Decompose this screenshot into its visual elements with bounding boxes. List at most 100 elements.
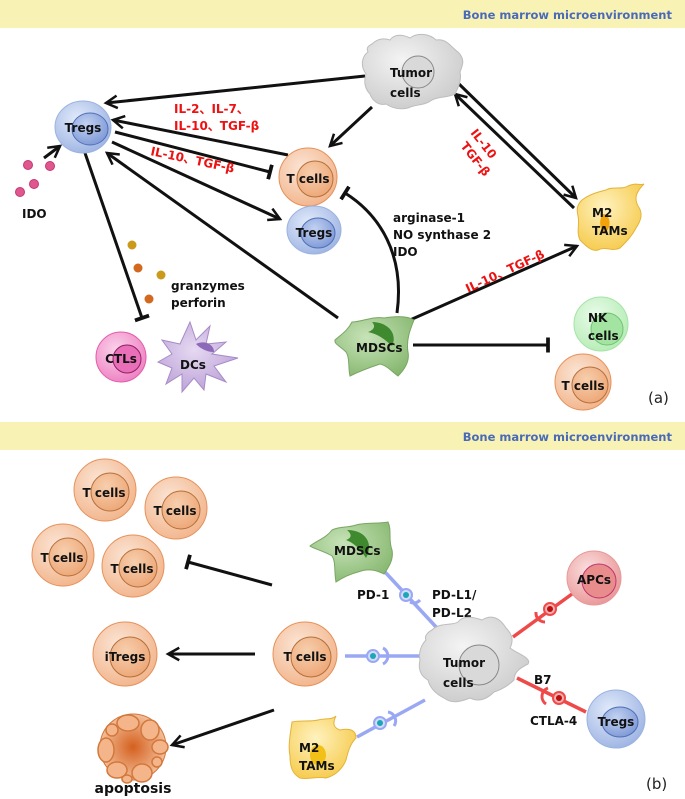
itregs-cell: iTregs [92,621,158,687]
t-cells-a-label: T cells [287,172,330,186]
t-cells-b: T cells [272,621,338,687]
edge-ido-to-tregs [43,146,60,160]
m2-a-label-2: TAMs [592,224,628,238]
itregs-label: iTregs [105,650,146,664]
pdl-label-1: PD-L1/ [432,588,477,602]
tumor-b-label-2: cells [443,676,474,690]
apoptosis-cell: apoptosis [95,713,172,797]
pd1-receptor-dot-3 [377,720,383,726]
perforin-label: perforin [171,296,226,310]
ctla4-label: CTLA-4 [530,714,577,728]
mdscs-b-label: MDSCs [334,544,381,558]
mdsc-m2-cytokine-label: IL-10、TGF-β [463,247,547,296]
m2-tumor-link [356,698,426,739]
nk-cells: NK cells [573,296,629,352]
tumor-cell-a: Tumor cells [361,33,464,110]
cytokines-label-1b: IL-10、TGF-β [174,119,260,133]
edge-tumor-to-tregs [106,74,366,103]
tregs-main-label: Tregs [65,121,102,135]
m2-b-label-2: TAMs [299,759,335,773]
t-cell-3: T cells [31,523,95,587]
tregs-cell-small: Tregs [286,205,342,255]
granzymes-label: granzymes [171,279,245,293]
no-synthase-label: NO synthase 2 [393,228,491,242]
ido-factor-label: IDO [393,245,418,259]
edge-m2-to-tumor [455,94,576,210]
granzyme-molecules [127,240,166,304]
tregs-cell-main: Tregs [54,100,112,154]
edges-a [43,74,577,353]
tumor-tregs-link [516,676,587,714]
banner-a-text: Bone marrow microenvironment [463,8,673,22]
pdl-label-2: PD-L2 [432,606,472,620]
pdl-ligand-icon-2 [382,646,390,666]
mdscs-a: MDSCs [334,316,415,377]
panel-b-label: (b) [646,775,667,793]
edge-mdsc-to-tregs [107,153,339,320]
m2-tams-b: M2 TAMs [288,715,357,780]
t-cells-a: T cells [278,147,338,207]
t-cells-b-label: T cells [284,650,327,664]
edge-mdsc-inhibits-tcells [339,185,400,314]
cd28-receptor-dot [547,606,553,612]
tregs-cell-b: Tregs [586,689,646,749]
mdsc-tumor-link [383,570,439,630]
edge-tumor-to-m2 [456,81,576,198]
arginase-label: arginase-1 [393,211,465,225]
pd1-receptor-dot [403,592,409,598]
cytokines-label-1a: IL-2、IL-7、 [174,102,249,116]
tumor-apc-link [511,592,574,639]
edge-tregs-to-tregs [111,140,280,219]
edge-mdsc-to-m2 [409,246,577,322]
edge-tregs-inhibits-ctls [83,152,150,323]
ctla4-receptor-dot [556,695,562,701]
tregs-b-label: Tregs [598,715,635,729]
pdl-ligand-icon-3 [387,710,398,727]
dcs-label: DCs [180,358,206,372]
mdscs-a-label: MDSCs [356,341,403,355]
tumor-a-label-2: cells [390,86,421,100]
t-cell-4: T cells [101,534,165,598]
tumor-b-label-1: Tumor [443,656,485,670]
ido-molecules [15,160,55,197]
m2-tams-a: M2 TAMs [576,183,645,251]
t-cell-2: T cells [144,476,208,540]
t-cells-group: T cells T cells T cells T cells [31,458,208,598]
t-cell-1: T cells [73,458,137,522]
pd1-receptor-dot-2 [370,653,376,659]
nk-label-2: cells [588,329,619,343]
t-cells-a-bottom-label: T cells [562,379,605,393]
apcs-label: APCs [577,573,611,587]
tregs-small-label: Tregs [296,226,333,240]
banner-b [0,422,685,450]
b7-ligand-icon [534,611,546,624]
nk-label-1: NK [588,311,608,325]
panel-a-label: (a) [648,389,669,407]
ido-label: IDO [22,207,47,221]
pdl-ligand-icon [409,598,422,605]
tumor-cell-b: Tumor cells [418,616,530,703]
edge-tumor-to-tcells [330,105,374,146]
dcs-cell: DCs [156,320,239,394]
edge-inhibits-tcells-group [184,554,273,587]
mdscs-b: MDSCs [309,521,393,583]
t-cell-3-label: T cells [41,551,84,565]
edge-tcells-to-tregs [113,120,289,157]
b7-ligand-icon-2 [540,686,549,706]
edge-to-apoptosis [172,708,275,745]
m2-a-label-1: M2 [592,206,612,220]
apoptosis-label: apoptosis [95,781,172,797]
banner-a [0,0,685,28]
panel-a: Bone marrow microenvironment IDO [0,0,685,411]
t-cell-4-label: T cells [111,562,154,576]
banner-b-text: Bone marrow microenvironment [463,430,673,444]
tumor-a-label-1: Tumor [390,66,432,80]
t-cell-2-label: T cells [154,504,197,518]
cytokines-label-2: IL-10、TGF-β [149,144,236,175]
pd1-connections [345,570,439,739]
ctls-label: CTLs [105,352,137,366]
t-cells-a-bottom: T cells [554,353,612,411]
edge-tregs-inhibits-tcells [114,130,274,180]
b7-connections [511,592,587,714]
